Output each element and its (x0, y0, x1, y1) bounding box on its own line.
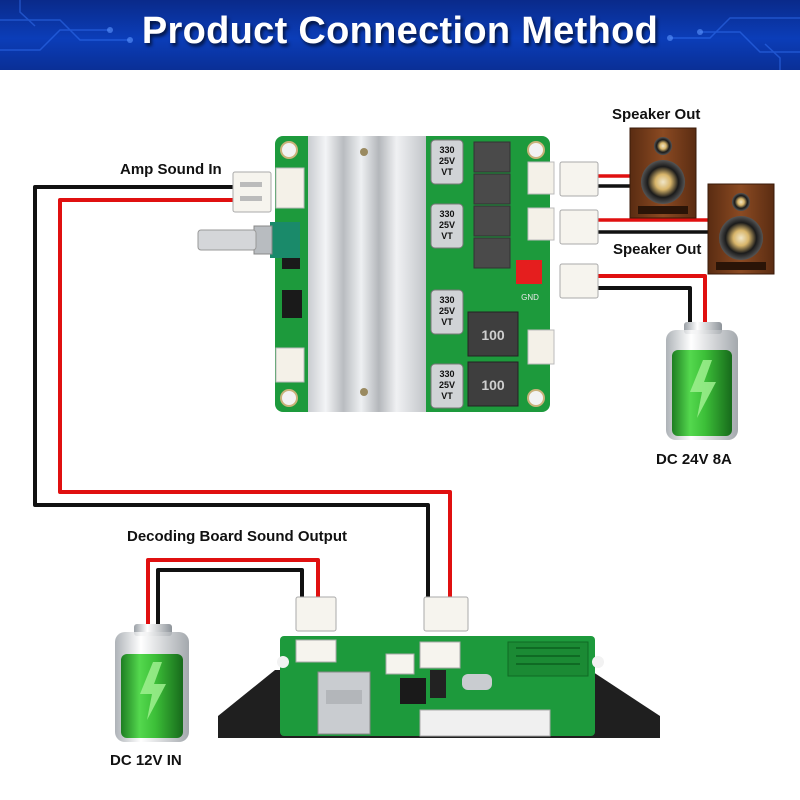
battery-24v-icon (666, 322, 738, 440)
speaker-output-plugs (559, 161, 599, 299)
svg-text:VT: VT (441, 167, 453, 177)
input-socket (275, 167, 305, 209)
amplifier-board: 330 25V VT 330 25V VT 330 25V VT 330 25V… (197, 136, 555, 412)
amp-sound-in-label: Amp Sound In (120, 161, 222, 178)
dc-12v-label: DC 12V IN (110, 752, 182, 769)
page-title: Product Connection Method (141, 10, 659, 52)
svg-text:330: 330 (439, 209, 454, 219)
volume-knob (197, 222, 300, 258)
ic-chip (282, 290, 302, 318)
pin-header (419, 709, 551, 737)
speaker-icon (629, 127, 697, 219)
amp-input-wires (33, 185, 452, 600)
speaker-out-label: Speaker Out (612, 106, 701, 123)
svg-text:330: 330 (439, 145, 454, 155)
heatsink (308, 136, 426, 412)
svg-text:VT: VT (441, 231, 453, 241)
circuit-pattern-decoration (0, 0, 800, 70)
speaker-out-label: Speaker Out (613, 241, 702, 258)
decoding-output-label: Decoding Board Sound Output (127, 528, 347, 545)
decoder-power-plug (423, 596, 469, 632)
power-24v-wires (596, 274, 707, 325)
capacitors: 330 25V VT 330 25V VT 330 25V VT 330 25V… (430, 139, 464, 409)
dc-24v-label: DC 24V 8A (656, 451, 732, 468)
svg-text:VT: VT (441, 317, 453, 327)
speaker-wires (596, 174, 712, 234)
battery-12v-icon (115, 624, 189, 742)
svg-text:25V: 25V (439, 220, 455, 230)
chip (400, 678, 426, 704)
power-terminal (516, 260, 542, 284)
svg-text:25V: 25V (439, 156, 455, 166)
header-banner: Product Connection Method (0, 0, 800, 70)
gnd-silkscreen: GND (521, 293, 539, 302)
svg-text:100: 100 (481, 377, 505, 393)
svg-text:VT: VT (441, 391, 453, 401)
svg-text:330: 330 (439, 369, 454, 379)
svg-text:330: 330 (439, 295, 454, 305)
decoder-power-wires (146, 558, 320, 628)
inductors: 100 100 (467, 141, 519, 407)
speaker-icon (707, 183, 775, 275)
svg-text:25V: 25V (439, 380, 455, 390)
svg-text:25V: 25V (439, 306, 455, 316)
decoding-board (218, 636, 660, 738)
decoder-output-plug (295, 596, 337, 632)
aux-socket (275, 347, 305, 383)
amp-input-plug (232, 171, 272, 213)
svg-text:100: 100 (481, 327, 505, 343)
